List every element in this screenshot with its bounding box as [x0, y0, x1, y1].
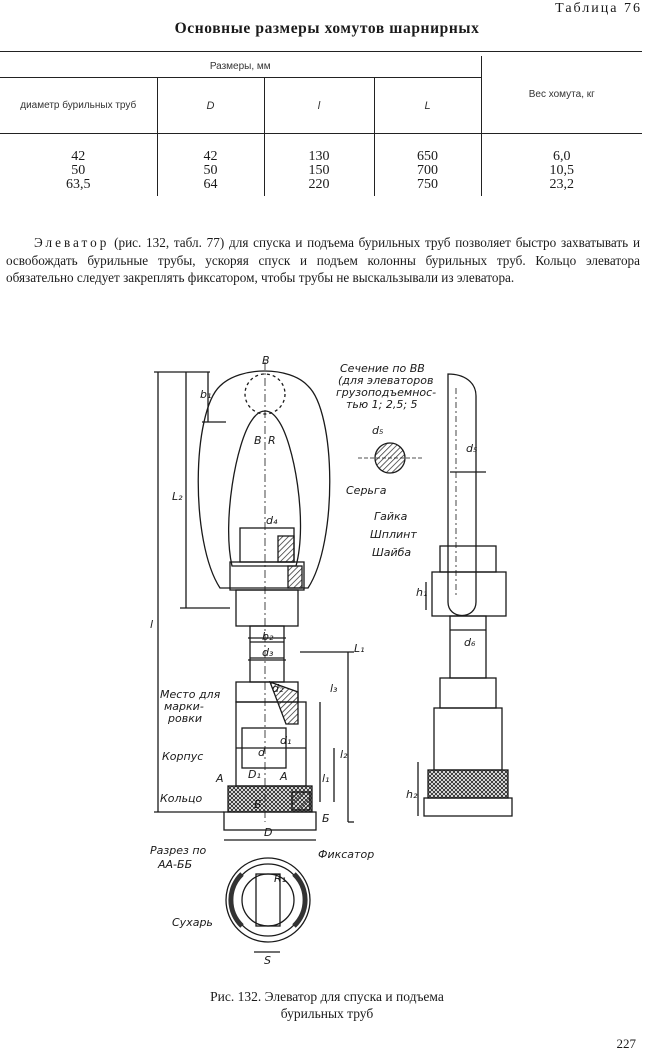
label-mesto: ровки	[167, 712, 202, 725]
label-shplint: Шплинт	[370, 528, 417, 541]
label-shaiba: Шайба	[372, 546, 411, 559]
label-razrez: АА-ББ	[157, 858, 192, 871]
label-section-note: грузоподъемнос-	[336, 386, 436, 399]
label-fiksator: Фиксатор	[318, 848, 374, 861]
bail-side	[447, 373, 477, 617]
weight-header: Вес хомута, кг	[480, 55, 642, 134]
group-header: Размеры, мм	[209, 60, 271, 72]
label-A-left: А	[215, 772, 224, 785]
label-razrez: Разрез по	[150, 844, 207, 857]
table-row: 42 42 130 650 6,0	[0, 149, 642, 164]
label-section-note: Сечение по ВВ	[340, 362, 425, 375]
col-header-D: D	[156, 77, 264, 134]
figure-caption: Рис. 132. Элеватор для спуска и подъема …	[210, 989, 444, 1021]
elevator-drawing: В В R b₁ L₂ l Сечение по ВВ (для элевато…	[150, 354, 513, 967]
body-paragraph: Элеватор (рис. 132, табл. 77) для спуска…	[6, 234, 640, 287]
label-suhar: Сухарь	[172, 916, 213, 929]
label-S: S	[264, 954, 271, 967]
label-l1: l₁	[322, 772, 329, 785]
bail-outer	[197, 370, 331, 589]
label-L1: L₁	[354, 642, 365, 655]
label-section-note: тью 1; 2,5; 5	[346, 398, 418, 411]
label-d3: d₃	[262, 646, 274, 659]
label-h2: h₂	[406, 788, 418, 801]
label-R1: R₁	[274, 872, 286, 885]
dimensions-table: Размеры, мм Вес хомута, кг диаметр бурил…	[0, 51, 642, 196]
label-mesto: Место для	[160, 688, 221, 701]
bail-inner	[227, 410, 302, 567]
label-L2: L₂	[172, 490, 183, 503]
label-d1: d₁	[280, 734, 291, 747]
label-l3: l₃	[330, 682, 338, 695]
label-d6: d₆	[464, 636, 476, 649]
label-A-right: А	[279, 770, 288, 783]
paragraph-text: (рис. 132, табл. 77) для спуска и подъем…	[6, 235, 640, 285]
label-l: l	[150, 618, 153, 631]
label-d5-a: d₅	[372, 424, 383, 437]
term-elevator: Элеватор	[34, 235, 110, 250]
label-b2: b₂	[262, 630, 274, 643]
label-h1: h₁	[416, 586, 427, 599]
label-B: В	[262, 354, 270, 367]
label-d2: d₂	[272, 682, 284, 695]
col-header-L: L	[373, 77, 481, 134]
label-R: R	[268, 434, 276, 447]
label-B-low: В	[254, 434, 262, 447]
label-B-small: Б	[254, 798, 262, 811]
label-gaika: Гайка	[374, 510, 408, 523]
label-b1: b₁	[200, 388, 211, 401]
page-number: 227	[616, 1036, 637, 1051]
table-row: 63,5 64 220 750 23,2	[0, 177, 642, 192]
label-korpus: Корпус	[162, 750, 203, 763]
label-serga: Серьга	[346, 484, 387, 497]
label-d5-b: d₅	[466, 442, 477, 455]
label-b-small: Б	[322, 812, 330, 825]
label-mesto: марки-	[164, 700, 204, 713]
label-d4: d₄	[266, 514, 278, 527]
label-section-note: (для элеваторов	[338, 374, 433, 387]
table-title: Основные размеры хомутов шарнирных	[174, 20, 480, 37]
label-D: D	[264, 826, 272, 839]
label-D1: D₁	[248, 768, 261, 781]
col-header-l: l	[263, 77, 374, 134]
label-d: d	[258, 746, 266, 759]
table-label: Таблица 76	[555, 1, 642, 16]
label-koltso: Кольцо	[160, 792, 203, 805]
table-row: 50 50 150 700 10,5	[0, 163, 642, 178]
col-header-pipe: диаметр бурильных труб	[0, 77, 157, 134]
label-l2: l₂	[340, 748, 348, 761]
